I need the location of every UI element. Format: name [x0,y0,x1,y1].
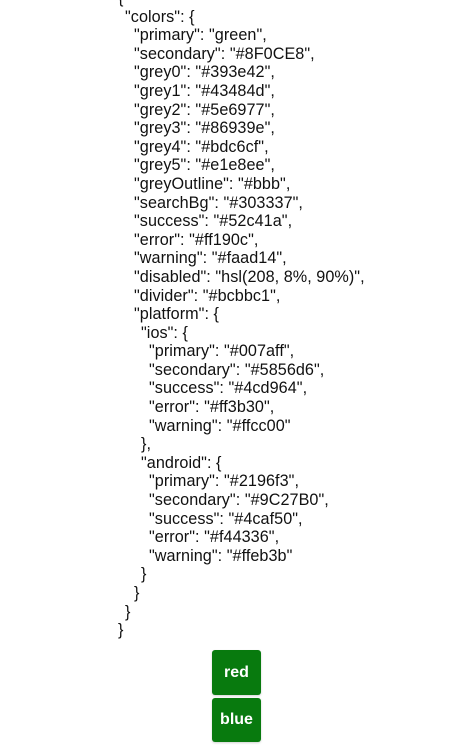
blue-button[interactable]: blue [212,698,261,742]
json-line: } [141,565,147,584]
theme-json-view: {"colors": {"primary": "green","secondar… [0,0,474,640]
json-line: { [0,0,474,8]
json-line: "success": "#4caf50", [149,509,303,528]
json-line: "primary": "green", [134,26,267,45]
json-line: "android": { [141,453,222,472]
red-button[interactable]: red [212,650,261,695]
json-line: "grey4": "#bdc6cf", [134,137,269,156]
json-line: "secondary": "#8F0CE8", [134,44,315,63]
json-line: "searchBg": "#303337", [134,193,303,212]
json-line: "divider": "#bcbbc1", [134,286,281,305]
json-line: "platform": { [134,305,220,324]
json-line: "primary": "#2196f3", [149,472,300,491]
json-line: "ios": { [141,323,188,342]
json-line: } [118,621,124,640]
json-line: "grey0": "#393e42", [134,63,275,82]
json-line: "warning": "#ffeb3b" [149,546,293,565]
json-line: "disabled": "hsl(208, 8%, 90%)", [134,267,365,286]
json-line: }, [141,435,152,454]
json-line: "grey1": "#43484d", [134,81,275,100]
json-line: "greyOutline": "#bbb", [134,174,291,193]
json-line: "secondary": "#5856d6", [149,360,325,379]
json-line: "error": "#ff3b30", [149,398,275,417]
json-line: "error": "#ff190c", [134,230,259,249]
json-line: "warning": "#faad14", [134,249,287,268]
json-line: "colors": { [125,7,195,26]
json-line: } [134,584,140,602]
json-line: } [125,602,131,621]
json-line: "grey5": "#e1e8ee", [134,156,275,175]
json-line: "grey2": "#5e6977", [134,100,275,119]
json-line: "success": "#4cd964", [149,379,308,398]
json-line: "success": "#52c41a", [134,212,293,231]
json-line: "warning": "#ffcc00" [149,416,291,435]
json-line: "error": "#f44336", [149,528,280,547]
json-line: "secondary": "#9C27B0", [149,491,329,510]
json-line: "grey3": "#86939e", [134,119,275,138]
json-line: "primary": "#007aff", [149,342,295,361]
